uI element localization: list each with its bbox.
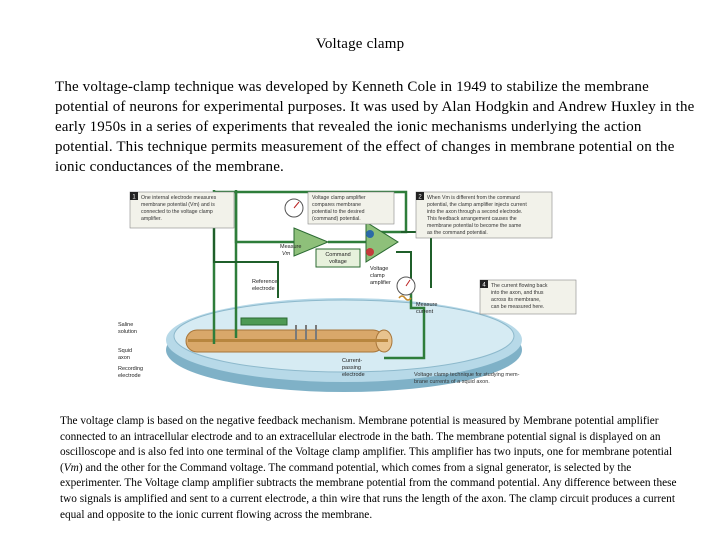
svg-text:When Vm is different from the: When Vm is different from the command [427, 195, 520, 201]
callout-box-1: 1 One internal electrode measures membra… [129, 191, 235, 229]
caption-part-2: ) and the other for the Command voltage.… [60, 461, 677, 521]
svg-text:across its membrane,: across its membrane, [491, 297, 541, 303]
svg-text:passing: passing [342, 365, 361, 371]
svg-text:4: 4 [482, 283, 486, 289]
recording-electrode-label: Recording [118, 366, 143, 372]
squid-axon-label: Squid [118, 348, 132, 354]
measure-vm-label: Measure [280, 244, 301, 250]
svg-text:Vm: Vm [282, 251, 291, 257]
svg-text:into the axon, and thus: into the axon, and thus [491, 290, 544, 296]
command-voltage-label: Command [325, 252, 350, 258]
squid-axon [185, 329, 393, 353]
svg-text:solution: solution [118, 329, 137, 335]
figure-caption: The voltage clamp is based on the negati… [60, 414, 688, 523]
svg-text:connected to the voltage clamp: connected to the voltage clamp [141, 209, 213, 215]
measure-current-label: Measure [416, 302, 437, 308]
command-voltage-label-2: voltage [329, 259, 347, 265]
callout-box-2: Voltage clamp amplifier compares membran… [307, 191, 395, 225]
clamp-amplifier-label: Voltage [370, 266, 388, 272]
svg-text:This feedback arrangement caus: This feedback arrangement causes the [427, 216, 517, 222]
callout-box-4: 4 The current flowing back into the axon… [479, 279, 577, 315]
callout-box-3: 2 When Vm is different from the command … [415, 191, 553, 239]
minus-terminal-icon [366, 230, 374, 238]
svg-text:into the axon through a second: into the axon through a second electrode… [427, 209, 522, 215]
reference-electrode [240, 317, 288, 326]
svg-text:One internal electrode measure: One internal electrode measures [141, 195, 217, 201]
svg-text:axon: axon [118, 355, 130, 361]
command-voltage-box [315, 248, 361, 268]
svg-text:The current flowing back: The current flowing back [491, 283, 548, 289]
svg-text:brane currents of a squid axon: brane currents of a squid axon. [414, 379, 490, 385]
plus-terminal-icon [366, 248, 374, 256]
svg-text:clamp: clamp [370, 273, 385, 279]
svg-text:Voltage clamp amplifier: Voltage clamp amplifier [312, 195, 366, 201]
svg-text:(command) potential.: (command) potential. [312, 216, 361, 222]
caption-part-1: The voltage clamp is based on the negati… [60, 415, 673, 474]
svg-text:1: 1 [132, 195, 136, 201]
svg-text:as the command potential.: as the command potential. [427, 230, 488, 236]
vm-amplifier [293, 227, 330, 257]
svg-text:current: current [416, 309, 434, 315]
saline-label: Saline [118, 322, 133, 328]
svg-text:2: 2 [418, 195, 422, 201]
caption-vm: Vm [63, 461, 79, 474]
svg-text:membrane potential to become t: membrane potential to become the same [427, 223, 521, 229]
svg-text:electrode: electrode [342, 372, 365, 378]
svg-text:electrode: electrode [252, 286, 275, 292]
svg-text:electrode: electrode [118, 373, 141, 379]
intro-paragraph: The voltage-clamp technique was develope… [55, 79, 695, 175]
page-title: Voltage clamp [315, 36, 405, 52]
voltage-clamp-diagram: Command voltage 1 One internal electrode… [116, 190, 596, 396]
svg-text:compares membrane: compares membrane [312, 202, 361, 208]
svg-text:amplifier: amplifier [370, 280, 391, 286]
reference-electrode-label: Reference [252, 279, 277, 285]
current-passing-label: Current- [342, 358, 362, 364]
svg-text:membrane potential (Vm) and is: membrane potential (Vm) and is [141, 202, 215, 208]
svg-text:can be measured here.: can be measured here. [491, 304, 544, 310]
figure-footer-caption: Voltage clamp technique for studying mem… [414, 372, 520, 378]
voltage-clamp-figure: Command voltage 1 One internal electrode… [116, 190, 596, 396]
svg-text:potential, the clamp amplifier: potential, the clamp amplifier injects c… [427, 202, 527, 208]
svg-text:amplifier.: amplifier. [141, 216, 162, 222]
svg-text:potential to the desired: potential to the desired [312, 209, 365, 215]
